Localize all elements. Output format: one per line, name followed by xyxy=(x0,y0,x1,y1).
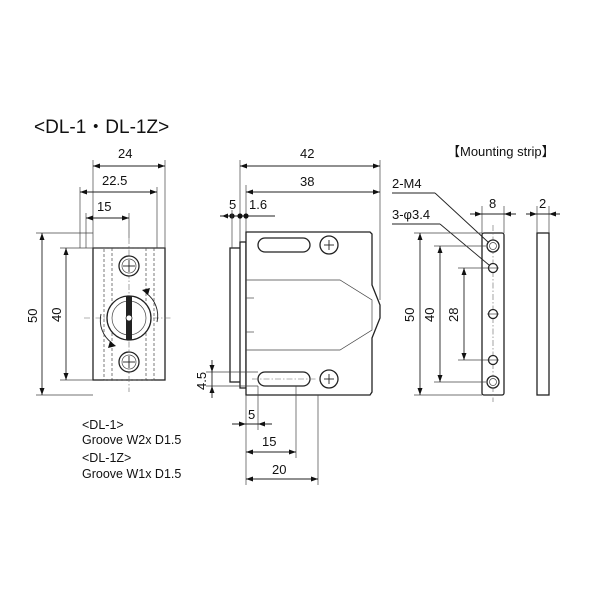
front-top-screw-icon xyxy=(118,255,140,277)
dim-length-1-6: 1.6 xyxy=(249,197,267,212)
dim-length-42: 42 xyxy=(300,146,314,161)
dim-strip-height-28: 28 xyxy=(446,308,461,322)
dim-strip-height-40: 40 xyxy=(422,308,437,322)
dim-length-15: 15 xyxy=(262,434,276,449)
groove-notes: <DL-1> Groove W2x D1.5 <DL-1Z> Groove W1… xyxy=(82,418,181,481)
dim-strip-height-50: 50 xyxy=(402,308,417,322)
dim-width-22-5: 22.5 xyxy=(102,173,127,188)
dim-height-40: 40 xyxy=(49,308,64,322)
note-dl1-groove: Groove W2x D1.5 xyxy=(82,433,181,447)
front-view-dimensions: 24 22.5 15 50 40 xyxy=(25,146,166,396)
strip-hole-3-icon xyxy=(487,354,499,366)
dim-strip-width-8: 8 xyxy=(489,196,496,211)
front-bottom-screw-icon xyxy=(118,351,140,373)
dim-strip-thickness-2: 2 xyxy=(539,196,546,211)
strip-hole-1-icon xyxy=(487,262,499,274)
side-top-slot xyxy=(257,237,311,253)
mounting-strip xyxy=(481,225,550,402)
strip-m4-hole-bottom-icon xyxy=(486,375,500,389)
strip-side-plate xyxy=(536,232,550,396)
label-3-hole: 3-φ3.4 xyxy=(392,207,430,222)
dim-height-50: 50 xyxy=(25,309,40,323)
label-2-m4: 2-M4 xyxy=(392,176,422,191)
front-latch-roller-icon xyxy=(99,288,159,348)
mounting-strip-dimensions: 2-M4 3-φ3.4 8 2 50 40 xyxy=(392,176,560,396)
side-view-dimensions: 42 38 5 1.6 4.5 5 15 xyxy=(194,146,381,485)
dim-length-5-bottom: 5 xyxy=(248,407,255,422)
dim-length-38: 38 xyxy=(300,174,314,189)
side-bracket xyxy=(245,231,381,396)
note-dl1z-groove: Groove W1x D1.5 xyxy=(82,467,181,481)
strip-hole-2-icon xyxy=(487,308,499,320)
mounting-strip-title: 【Mounting strip】 xyxy=(447,144,555,159)
dim-length-20: 20 xyxy=(272,462,286,477)
dim-width-15: 15 xyxy=(97,199,111,214)
strip-m4-hole-top-icon xyxy=(486,239,500,253)
side-view xyxy=(229,231,381,396)
note-dl1-title: <DL-1> xyxy=(82,418,124,432)
dim-width-24: 24 xyxy=(118,146,132,161)
side-bottom-screw-icon xyxy=(319,369,339,389)
note-dl1z-title: <DL-1Z> xyxy=(82,451,131,465)
dim-height-4-5: 4.5 xyxy=(194,372,209,390)
side-top-screw-icon xyxy=(319,235,339,255)
front-view xyxy=(84,238,172,392)
drawing-title: <DL-1・DL-1Z> xyxy=(34,117,169,138)
dim-length-5-top: 5 xyxy=(229,197,236,212)
